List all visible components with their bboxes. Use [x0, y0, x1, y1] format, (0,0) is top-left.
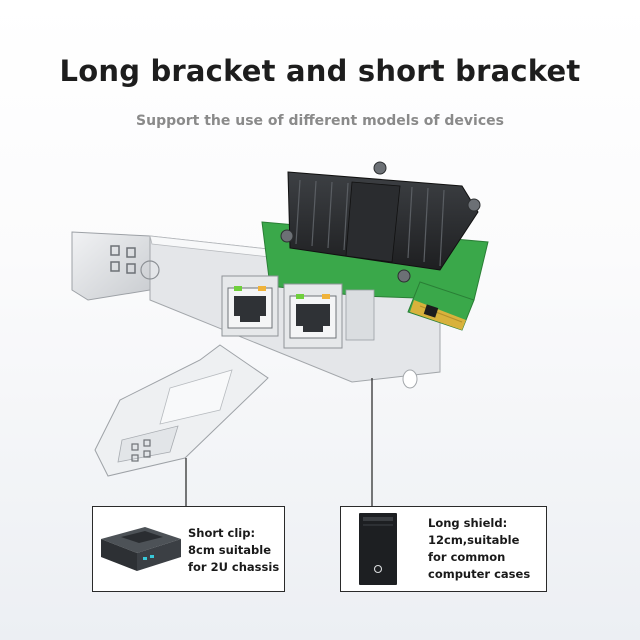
- long-shield-callout: Long shield: 12cm,suitable for common co…: [340, 506, 547, 592]
- page-title: Long bracket and short bracket: [59, 54, 581, 88]
- heatsink: [280, 161, 481, 283]
- short-clip-line-2: 8cm suitable: [188, 543, 272, 557]
- page-subtitle: Support the use of different models of d…: [136, 113, 504, 129]
- rj45-ports: [221, 275, 375, 349]
- long-shield-line-2: 12cm,suitable: [428, 533, 520, 547]
- long-shield-line-1: Long shield:: [428, 516, 508, 530]
- tower-pc-icon: [359, 513, 397, 585]
- short-bracket: [94, 344, 269, 477]
- short-clip-line-3: for 2U chassis: [188, 560, 280, 574]
- long-shield-line-3: for common: [428, 550, 506, 564]
- long-shield-line-4: computer cases: [428, 567, 531, 581]
- short-clip-line-1: Short clip:: [188, 526, 256, 540]
- mini-pc-icon: [101, 527, 181, 571]
- short-clip-callout: Short clip: 8cm suitable for 2U chassis: [92, 506, 285, 592]
